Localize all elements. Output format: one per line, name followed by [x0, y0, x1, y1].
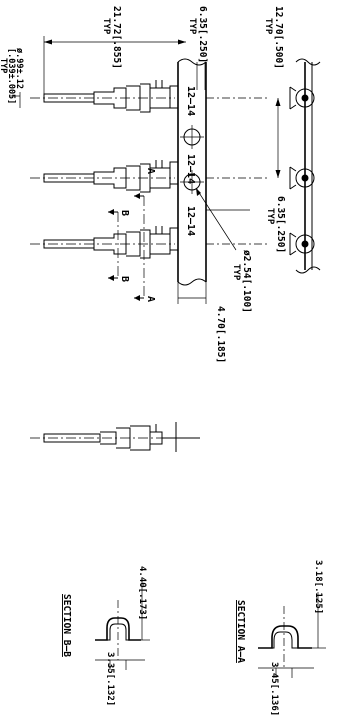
dim-pitch-top-typ: TYP [263, 18, 273, 35]
dim-pilot-offset-text: 6.35[.250] [275, 196, 286, 253]
single-contact-view [30, 422, 200, 452]
strip-break-top [177, 58, 207, 66]
section-marker-b-top: B [119, 210, 130, 216]
dim-pilot-offset-typ: TYP [265, 208, 275, 225]
dim-carrier-overall-typ: TYP [101, 18, 111, 35]
section-b-b: 4.40[.173] 3.35[.132] SECTION B—B [61, 566, 150, 706]
dim-pilot-hole-text: ø2.54[.100] [241, 250, 252, 313]
section-cut-markers: A A B B [108, 168, 156, 302]
wire-range-3: 12–14 [185, 206, 196, 236]
wire-range-1: 12–14 [185, 86, 196, 116]
dim-carrier-overall-text: 21.72[.855] [111, 6, 122, 69]
dim-pilot-offset: 6.35[.250] TYP [206, 196, 286, 253]
dim-carrier-edge: 4.70[.185] [177, 282, 226, 363]
dim-pin-dia-in: [.039±.005] [6, 48, 16, 104]
carrier-edge-view [289, 58, 321, 274]
dim-strip-width: 6.35[.250] TYP [187, 6, 208, 90]
edge-feature-1 [289, 86, 315, 110]
tab-3 [169, 227, 178, 251]
break-top [295, 58, 321, 66]
dim-carrier-edge-text: 4.70[.185] [215, 306, 226, 363]
section-marker-b-bottom: B [119, 276, 130, 282]
section-a-height-text: 3.18[.125] [313, 560, 323, 614]
dim-pin-diameter: ø.99±.12 [.039±.005] TYP [0, 48, 24, 108]
contact-strip-view: 12–14 12–14 12–14 [30, 58, 270, 286]
section-b-width-text: 3.35[.132] [105, 652, 115, 706]
dim-pilot-hole-typ: TYP [231, 264, 241, 281]
dim-pin-dia-typ: TYP [0, 58, 8, 73]
dim-pin-dia-text: ø.99±.12 [14, 48, 24, 89]
dim-strip-width-typ: TYP [187, 18, 197, 35]
dim-strip-width-text: 6.35[.250] [197, 6, 208, 63]
edge-feature-2 [289, 166, 315, 190]
dim-carrier-overall: 21.72[.855] TYP [43, 6, 186, 96]
contact-3 [30, 226, 175, 259]
tab-1 [169, 85, 178, 109]
section-a-profile [258, 625, 312, 649]
section-a-a: 3.18[.125] 3.45[.136] SECTION A—A [235, 560, 326, 716]
break-bottom [295, 266, 321, 274]
strip-break-bottom [177, 278, 207, 286]
section-a-inner [268, 631, 298, 649]
dim-pitch-top-text: 12.70[.500] [273, 6, 284, 69]
dim-pilot-hole: ø2.54[.100] TYP [195, 187, 252, 313]
section-b-title: SECTION B—B [61, 594, 72, 657]
dim-pitch-top: 12.70[.500] TYP [263, 6, 284, 178]
contact-2 [30, 160, 175, 193]
section-a-width-text: 3.45[.136] [269, 662, 279, 716]
section-marker-a-bottom: A [145, 296, 156, 302]
wire-range-2: 12–14 [185, 154, 196, 184]
pilot-hole-2 [180, 170, 204, 194]
section-marker-a-top: A [145, 168, 156, 174]
pilot-hole-1 [180, 125, 204, 149]
section-a-title: SECTION A—A [235, 600, 246, 663]
section-b-height-text: 4.40[.173] [137, 566, 147, 620]
contact-1 [30, 80, 175, 113]
tab-2 [169, 161, 178, 185]
edge-feature-3 [289, 232, 315, 256]
